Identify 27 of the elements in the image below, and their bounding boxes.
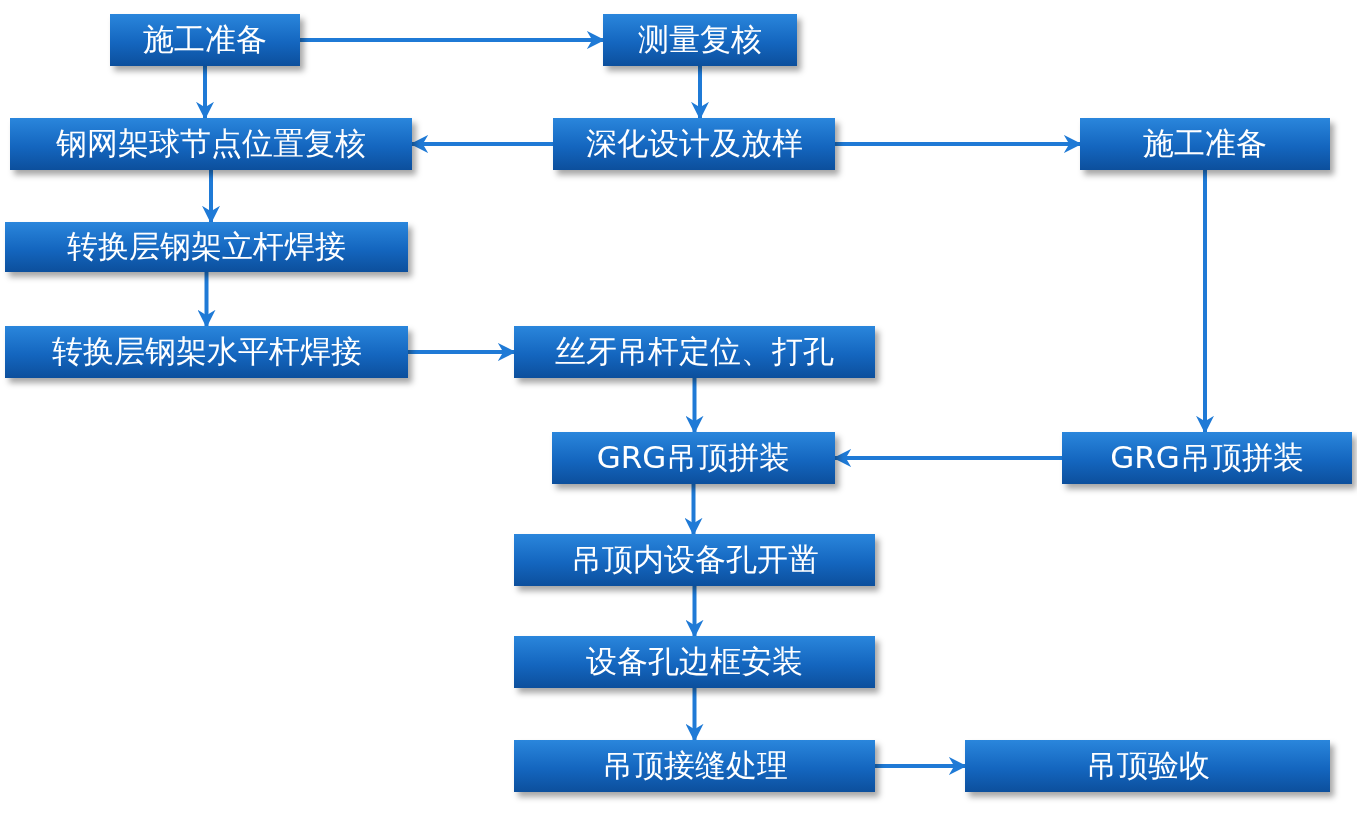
process-box: 吊顶验收 [965, 740, 1330, 792]
process-box: 钢网架球节点位置复核 [10, 118, 412, 170]
arrow [202, 170, 220, 224]
arrow [408, 343, 516, 361]
process-box: 转换层钢架立杆焊接 [5, 222, 408, 272]
arrow [685, 378, 704, 434]
arrow [691, 66, 709, 120]
arrow [197, 272, 216, 328]
process-box: 丝牙吊杆定位、打孔 [514, 326, 875, 378]
arrow [300, 31, 605, 49]
process-box: 测量复核 [603, 14, 797, 66]
arrow [685, 586, 704, 638]
process-box: GRG吊顶拼装 [1062, 432, 1352, 484]
arrow [196, 66, 214, 120]
process-box: 施工准备 [110, 14, 300, 66]
arrow [875, 757, 967, 775]
arrow [685, 688, 704, 742]
process-box: GRG吊顶拼装 [552, 432, 835, 484]
process-box: 吊顶接缝处理 [514, 740, 875, 792]
process-box: 设备孔边框安装 [514, 636, 875, 688]
process-box: 施工准备 [1080, 118, 1330, 170]
arrow [1196, 170, 1214, 434]
process-box: 深化设计及放样 [553, 118, 835, 170]
arrow [835, 135, 1082, 153]
process-box: 转换层钢架水平杆焊接 [5, 326, 408, 378]
process-box: 吊顶内设备孔开凿 [514, 534, 875, 586]
arrow [684, 484, 703, 536]
